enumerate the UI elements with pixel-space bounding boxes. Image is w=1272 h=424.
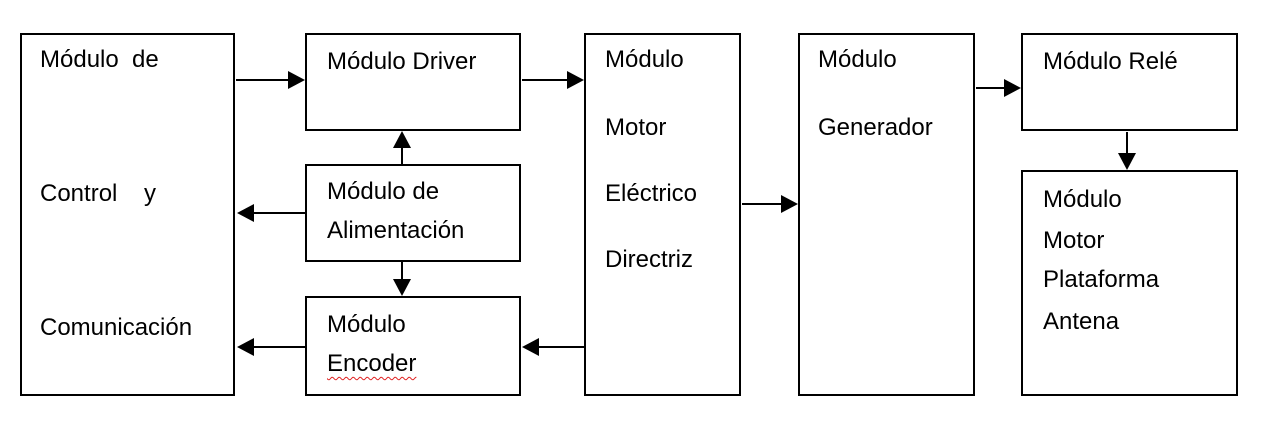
power-supply-module — [305, 164, 521, 262]
antenna-platform-motor-module — [1021, 170, 1238, 396]
motor-to-generator-arrowhead — [781, 195, 798, 213]
motor-module-label-line1: Módulo — [605, 46, 684, 73]
platform-module-label-line1: Módulo — [1043, 186, 1122, 213]
generator-module-label-line1: Módulo — [818, 46, 897, 73]
platform-module-label-line3: Plataforma — [1043, 266, 1160, 293]
steering-electric-motor-module — [584, 33, 741, 396]
driver-to-motor-arrowhead — [567, 71, 584, 89]
motor-to-encoder-arrowhead — [522, 338, 539, 356]
generator-module-label-line2: Generador — [818, 114, 933, 141]
relay-to-platform-arrowhead — [1118, 153, 1136, 170]
driver-module-label: Módulo Driver — [327, 48, 477, 75]
motor-module-label-line3: Eléctrico — [605, 180, 698, 207]
generator-module — [798, 33, 975, 396]
control-module-label-line1: Módulo de — [40, 46, 159, 73]
power-to-control-arrowhead — [237, 204, 254, 222]
control-module-label-line2: Control y — [40, 180, 157, 207]
motor-module-label-line4: Directriz — [605, 246, 693, 273]
power-module-label-line2: Alimentación — [327, 217, 465, 244]
encoder-module-label-line1: Módulo — [327, 311, 406, 338]
encoder-to-control-arrowhead — [237, 338, 254, 356]
platform-module-label-line4: Antena — [1043, 308, 1120, 335]
encoder-module — [305, 296, 521, 396]
motor-module-label-line2: Motor — [605, 114, 667, 141]
control-to-driver-arrowhead — [288, 71, 305, 89]
power-module-label-line1: Módulo de — [327, 178, 440, 205]
control-module-label-line3: Comunicación — [40, 314, 193, 341]
power-to-driver-arrowhead — [393, 131, 411, 148]
power-to-encoder-arrowhead — [393, 279, 411, 296]
relay-module-label: Módulo Relé — [1043, 48, 1178, 75]
encoder-module-label-line2: Encoder — [327, 350, 417, 377]
relay-module — [1021, 33, 1238, 131]
driver-module — [305, 33, 521, 131]
generator-to-relay-arrowhead — [1004, 79, 1021, 97]
platform-module-label-line2: Motor — [1043, 227, 1105, 254]
control-communication-module — [20, 33, 235, 396]
